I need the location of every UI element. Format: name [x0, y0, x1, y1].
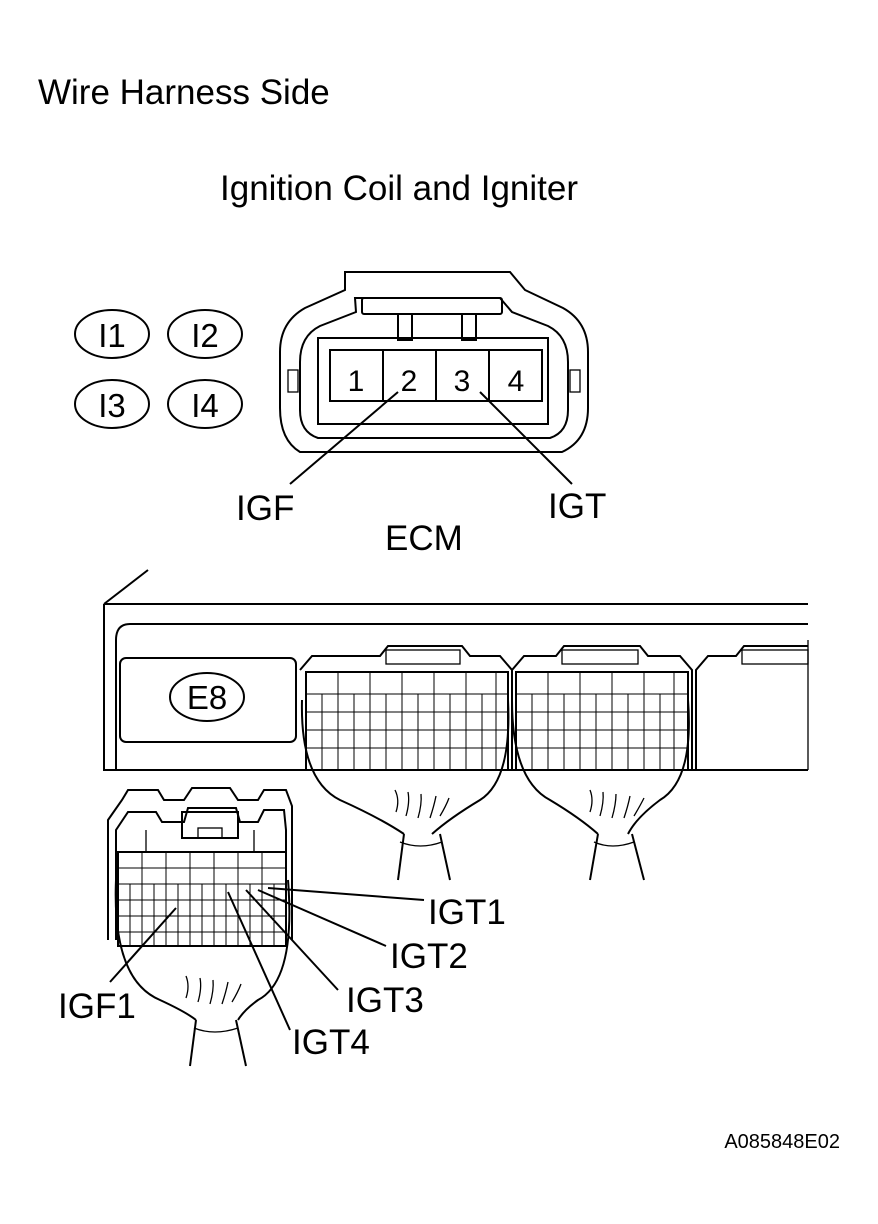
pin-4-label: 4: [508, 365, 525, 398]
igt2-callout-label: IGT2: [390, 937, 468, 976]
connector-badge-i2: I2: [167, 309, 243, 359]
pin-2-label: 2: [401, 365, 418, 398]
ecm-connector-2: [511, 645, 693, 881]
e8-connector-closeup: [107, 787, 293, 1067]
ecm-connector-1: [299, 645, 513, 881]
ecm-connector-3: [695, 645, 809, 770]
page-title: Wire Harness Side: [38, 73, 330, 112]
svg-text:I1: I1: [98, 317, 126, 354]
igf-callout-label: IGF: [236, 489, 294, 528]
ecm-unit: [103, 569, 809, 771]
igf1-callout-label: IGF1: [58, 987, 136, 1026]
svg-text:I4: I4: [191, 387, 219, 424]
igt4-leader-line: [227, 891, 291, 1031]
igt3-callout-label: IGT3: [346, 981, 424, 1020]
connector-badge-i3: I3: [74, 379, 150, 429]
connector-badge-i4: I4: [167, 379, 243, 429]
pin-1-label: 1: [348, 365, 365, 398]
igt1-callout-label: IGT1: [428, 893, 506, 932]
igt2-leader-line: [257, 889, 387, 947]
figure-code: A085848E02: [724, 1131, 840, 1153]
coil-connector: 1 2 3 4: [279, 271, 589, 453]
svg-text:I3: I3: [98, 387, 126, 424]
igt3-leader-line: [245, 889, 339, 991]
svg-text:E8: E8: [187, 679, 227, 716]
igt4-callout-label: IGT4: [292, 1023, 370, 1062]
svg-text:I2: I2: [191, 317, 219, 354]
ecm-title: ECM: [385, 519, 463, 558]
connector-badge-i1: I1: [74, 309, 150, 359]
pin-3-label: 3: [454, 365, 471, 398]
igt-callout-label: IGT: [548, 487, 606, 526]
component-title: Ignition Coil and Igniter: [220, 169, 578, 208]
igt1-leader-line: [267, 887, 425, 901]
igt-leader-line: [479, 391, 573, 485]
igf-leader-line: [289, 391, 399, 485]
connector-badge-e8: E8: [169, 672, 245, 722]
igf1-leader-line: [109, 907, 177, 983]
